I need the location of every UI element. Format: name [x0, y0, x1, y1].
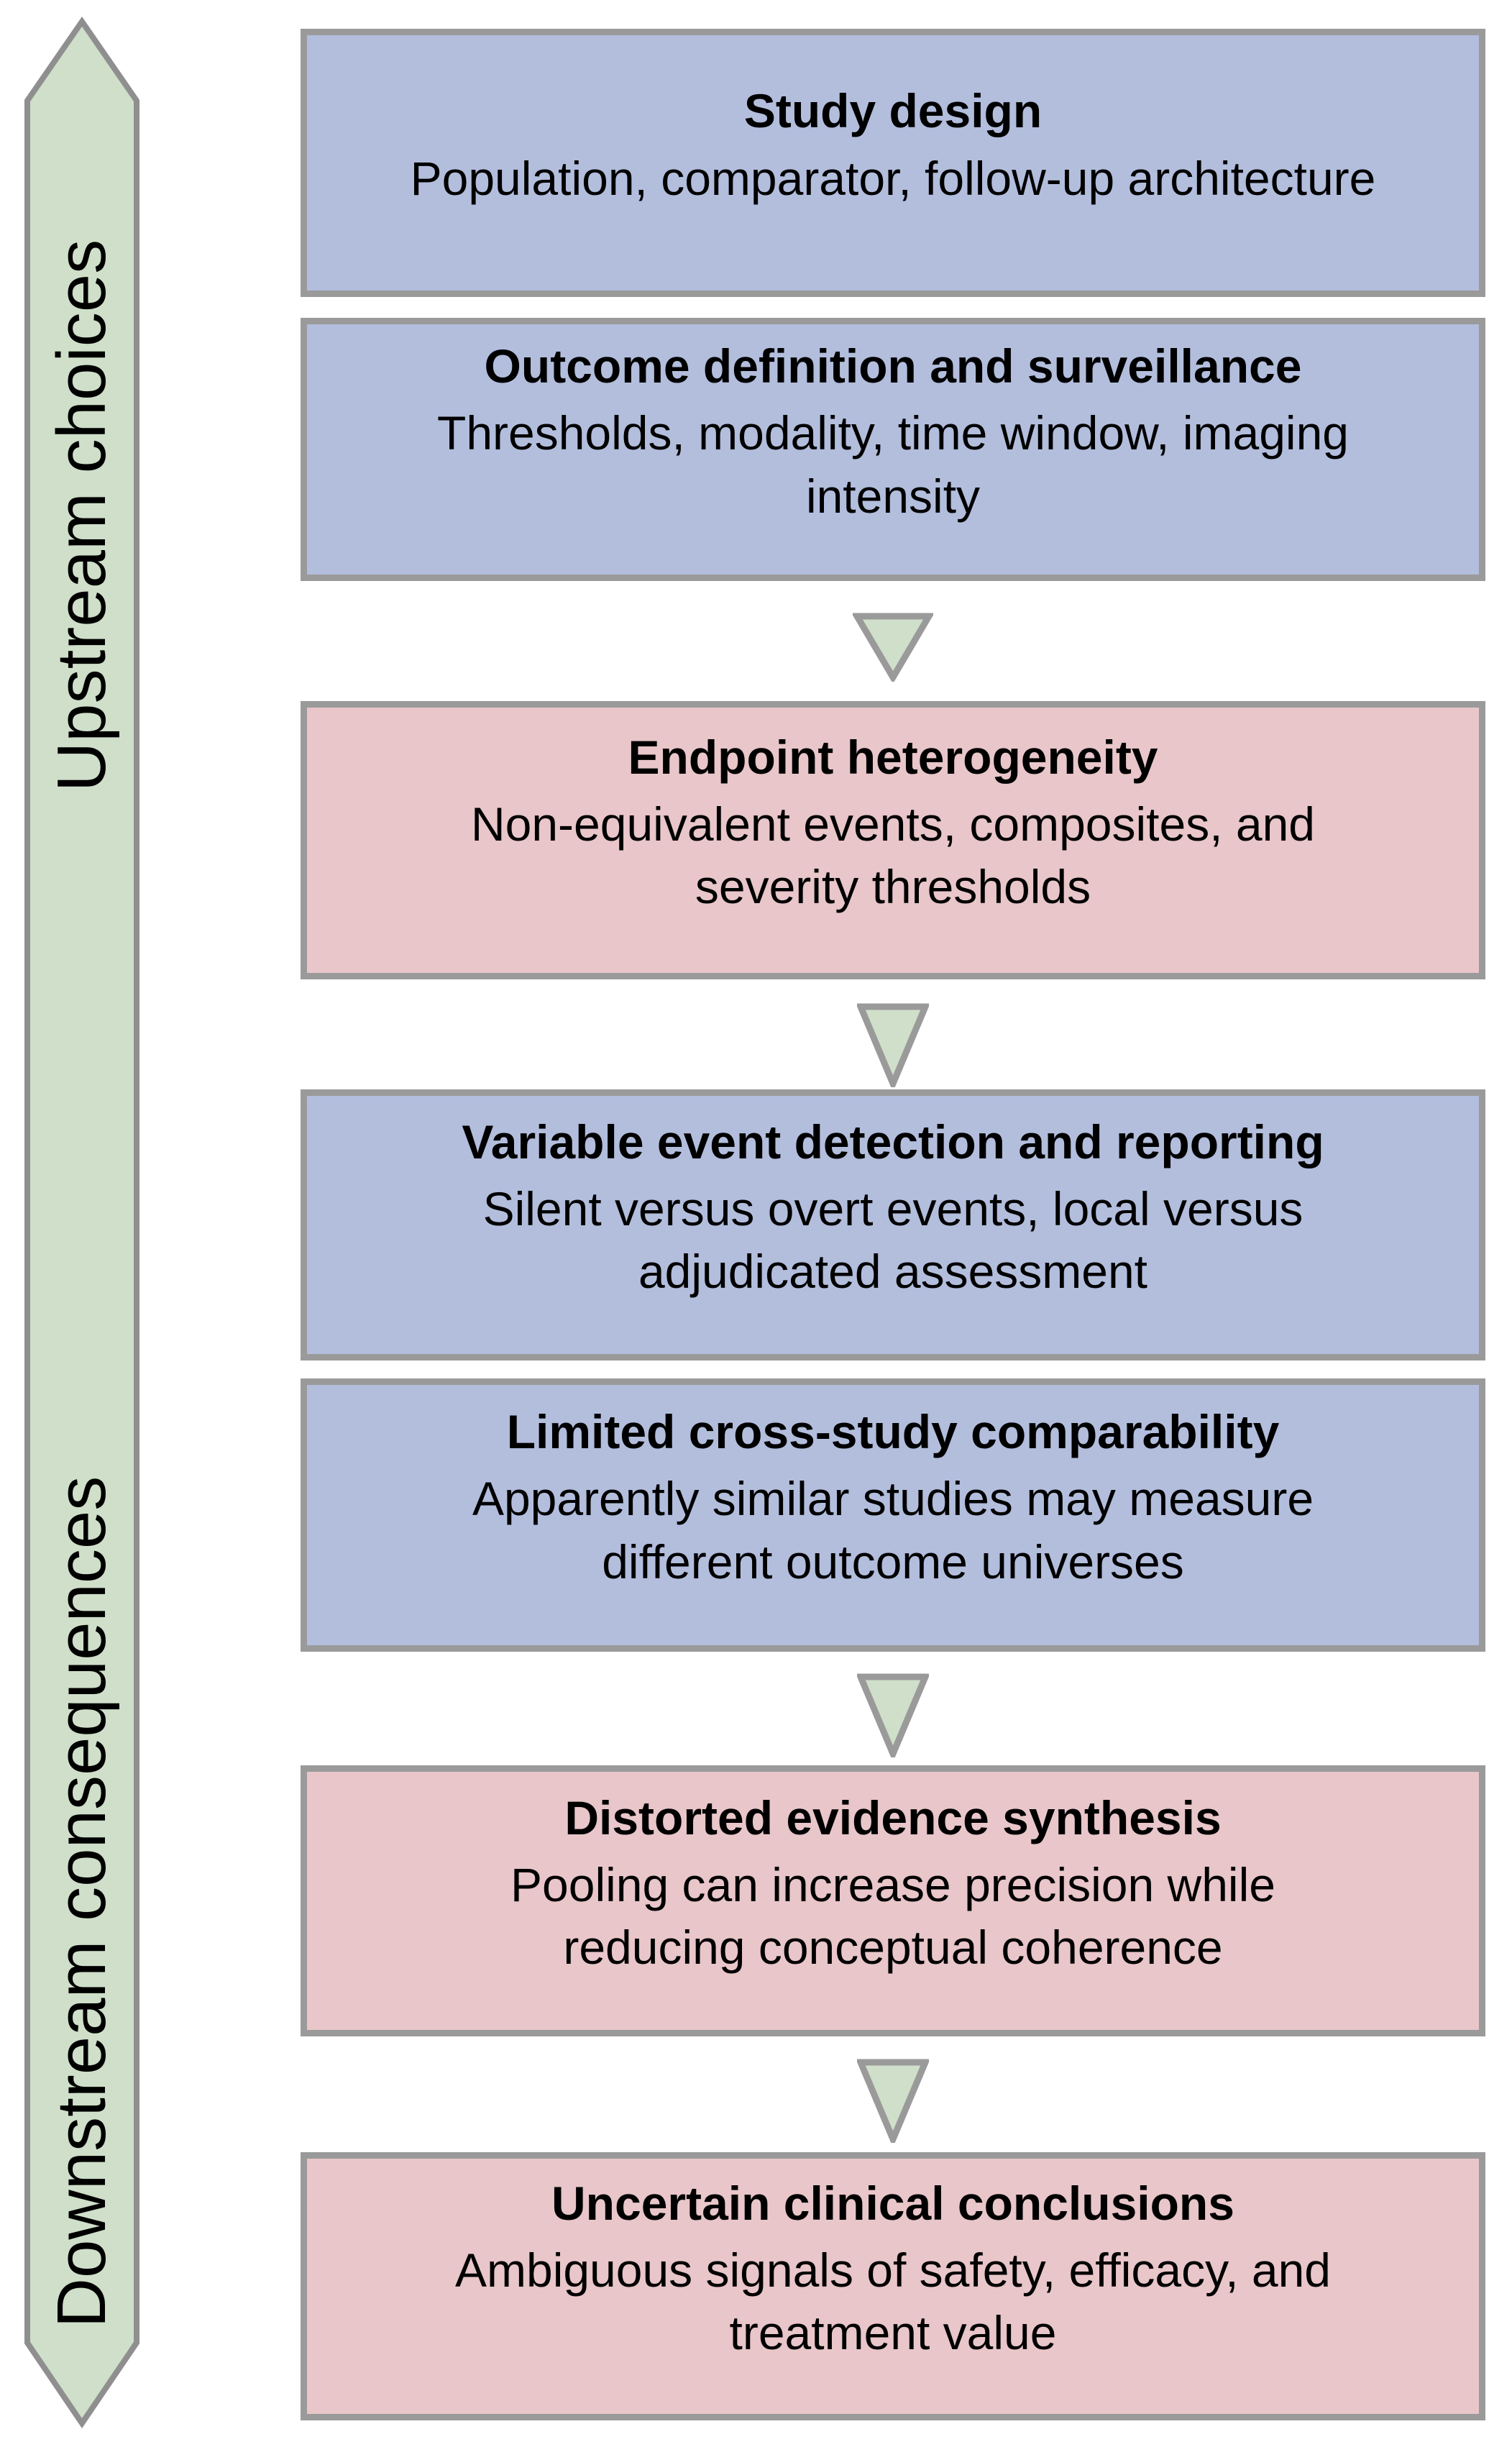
down-triangle-connector	[853, 613, 933, 682]
double-headed-arrow-shape	[24, 16, 139, 2429]
box-title: Endpoint heterogeneity	[628, 730, 1158, 784]
down-triangle-connector	[857, 1003, 929, 1087]
box-title: Outcome definition and surveillance	[484, 339, 1302, 393]
flow-box-limited-comparability: Limited cross-study comparability Appare…	[301, 1378, 1485, 1652]
box-title: Limited cross-study comparability	[506, 1405, 1280, 1459]
box-body: Apparently similar studies may measure d…	[472, 1472, 1314, 1588]
box-body: Thresholds, modality, time window, imagi…	[437, 406, 1349, 523]
box-body: Non-equivalent events, composites, and s…	[470, 797, 1315, 914]
down-triangle-connector	[857, 2059, 929, 2143]
flow-box-distorted-synthesis: Distorted evidence synthesis Pooling can…	[301, 1765, 1485, 2036]
box-body: Ambiguous signals of safety, efficacy, a…	[454, 2243, 1331, 2360]
upstream-choices-label: Upstream choices	[43, 239, 120, 792]
down-triangle-connector	[857, 1673, 929, 1757]
flow-box-endpoint-heterogeneity: Endpoint heterogeneity Non-equivalent ev…	[301, 701, 1485, 979]
upstream-downstream-arrow	[24, 16, 139, 2429]
flow-box-variable-event-detection: Variable event detection and reporting S…	[301, 1089, 1485, 1360]
box-body: Pooling can increase precision while red…	[510, 1857, 1275, 1975]
box-title: Study design	[743, 84, 1043, 138]
box-title: Uncertain clinical conclusions	[551, 2176, 1234, 2230]
box-body: Silent versus overt events, local versus…	[482, 1181, 1303, 1299]
box-title: Distorted evidence synthesis	[564, 1790, 1222, 1844]
box-title: Variable event detection and reporting	[462, 1115, 1324, 1168]
box-body: Population, comparator, follow-up archit…	[410, 151, 1376, 205]
flow-box-outcome-definition: Outcome definition and surveillance Thre…	[301, 318, 1485, 581]
downstream-consequences-label: Downstream consequences	[43, 1476, 120, 2328]
flow-box-study-design: Study design Population, comparator, fol…	[301, 29, 1485, 297]
flow-box-uncertain-conclusions: Uncertain clinical conclusions Ambiguous…	[301, 2152, 1485, 2420]
